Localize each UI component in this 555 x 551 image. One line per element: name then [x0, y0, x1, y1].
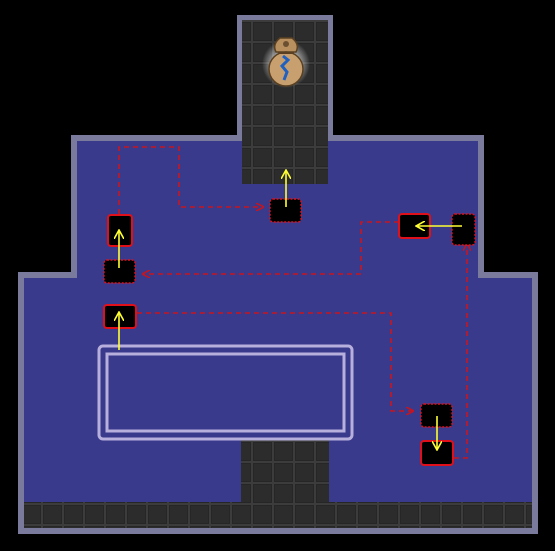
warp-path-bottom-to-right — [454, 245, 467, 459]
warp-path-left-to-bottom — [137, 312, 412, 411]
tiles — [103, 198, 476, 466]
tile-left-lower[interactable] — [103, 304, 137, 329]
money-bag-icon[interactable] — [262, 37, 310, 88]
tile-right-edge[interactable] — [451, 213, 476, 246]
inner-frame-inner — [105, 352, 346, 433]
tile-left-upper[interactable] — [107, 214, 133, 247]
move-arrows — [119, 171, 462, 449]
warp-path-left-to-top — [118, 146, 262, 214]
bottom-tile-row — [24, 502, 532, 528]
warp-paths — [118, 146, 467, 459]
warp-path-right-to-left — [144, 221, 399, 274]
bottom-corridor — [241, 438, 329, 504]
inner-frame-outer — [97, 344, 354, 441]
